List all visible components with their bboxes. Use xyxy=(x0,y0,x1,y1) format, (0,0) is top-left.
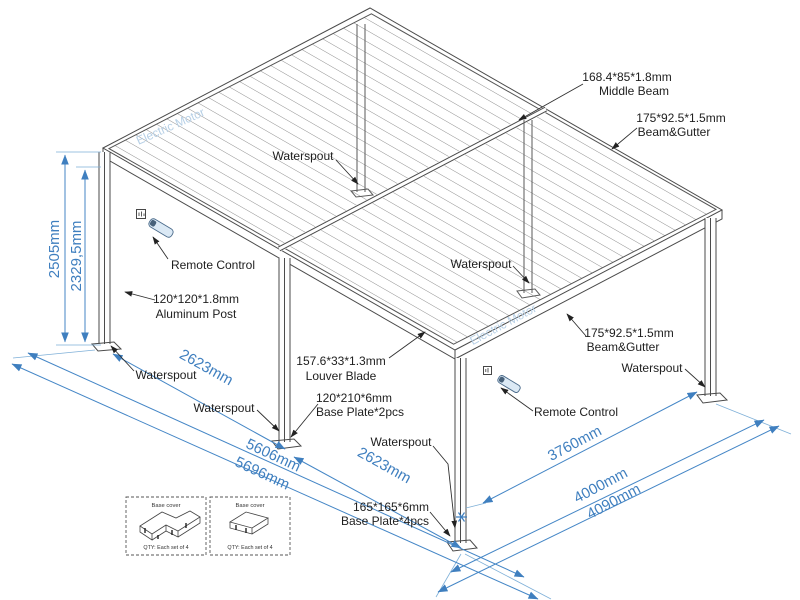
base-plate2-size-label: 120*210*6mm xyxy=(316,391,392,405)
right-post xyxy=(696,218,729,404)
left-post xyxy=(90,152,123,352)
middle-beam-name-label: Middle Beam xyxy=(599,84,669,98)
aluminum-post-size-label: 120*120*1.8mm xyxy=(153,292,239,306)
remote-control-label-left: Remote Control xyxy=(171,258,255,272)
detail-box1-qty: QTY: Each set of 4 xyxy=(143,545,188,551)
middle-beam-size-label: 168.4*85*1.8mm xyxy=(582,70,671,84)
beam-gutter-right-name-label: Beam&Gutter xyxy=(587,340,660,354)
detail-box2-qty: QTY: Each set of 4 xyxy=(227,545,272,551)
detail-box2-title: Base cover xyxy=(236,503,265,509)
remote-control-label-right: Remote Control xyxy=(534,405,618,419)
waterspout-label-left-post: Waterspout xyxy=(136,368,198,382)
middle-beam xyxy=(277,106,548,252)
remote-control-icon-left xyxy=(136,209,174,238)
waterspout-label-right-post: Waterspout xyxy=(622,361,684,375)
leader-lines xyxy=(110,83,706,537)
dim-depth-inner: 3760mm xyxy=(545,422,605,464)
detail-box-straight-cover: Base cover QTY: Each set of 4 xyxy=(209,496,291,556)
mid-back-post-waterspout-pipe xyxy=(516,120,541,299)
waterspout-label-middle-post: Waterspout xyxy=(194,401,256,415)
dim-bay-front: 2623mm xyxy=(355,444,414,487)
beam-gutter-top-name-label: Beam&Gutter xyxy=(638,125,711,139)
detail-box-corner-cover: Base cover QTY: Each set of 4 xyxy=(125,496,207,556)
detail-box1-title: Base cover xyxy=(152,503,181,509)
corner-cover-drawing xyxy=(139,510,201,541)
base-plate4-name-label: Base Plate*4pcs xyxy=(341,514,429,528)
dim-height-inner: 2329,5mm xyxy=(68,221,85,292)
base-plate2-name-label: Base Plate*2pcs xyxy=(316,405,404,419)
waterspout-label-top: Waterspout xyxy=(273,149,335,163)
dim-height-outer: 2505mm xyxy=(46,220,63,278)
left-base-plate xyxy=(90,341,123,352)
beam-gutter-right-size-label: 175*92.5*1.5mm xyxy=(584,326,673,340)
component-labels: 168.4*85*1.8mm Middle Beam 175*92.5*1.5m… xyxy=(136,70,726,528)
base-plate4-size-label: 165*165*6mm xyxy=(353,500,429,514)
right-base-plate xyxy=(696,392,729,404)
back-post-waterspout-pipe xyxy=(350,24,374,198)
aluminum-post-name-label: Aluminum Post xyxy=(156,307,237,321)
dimension-lines xyxy=(11,151,792,600)
remote-control-icon-right xyxy=(483,366,521,393)
waterspout-label-roof: Waterspout xyxy=(451,257,513,271)
front-post xyxy=(446,358,478,552)
straight-cover-drawing xyxy=(229,511,269,535)
waterspout-label-front-post: Waterspout xyxy=(371,435,433,449)
louver-blade-size-label: 157.6*33*1.3mm xyxy=(296,354,385,368)
louver-blade-name-label: Louver Blade xyxy=(306,369,377,383)
beam-gutter-top-size-label: 175*92.5*1.5mm xyxy=(636,111,725,125)
